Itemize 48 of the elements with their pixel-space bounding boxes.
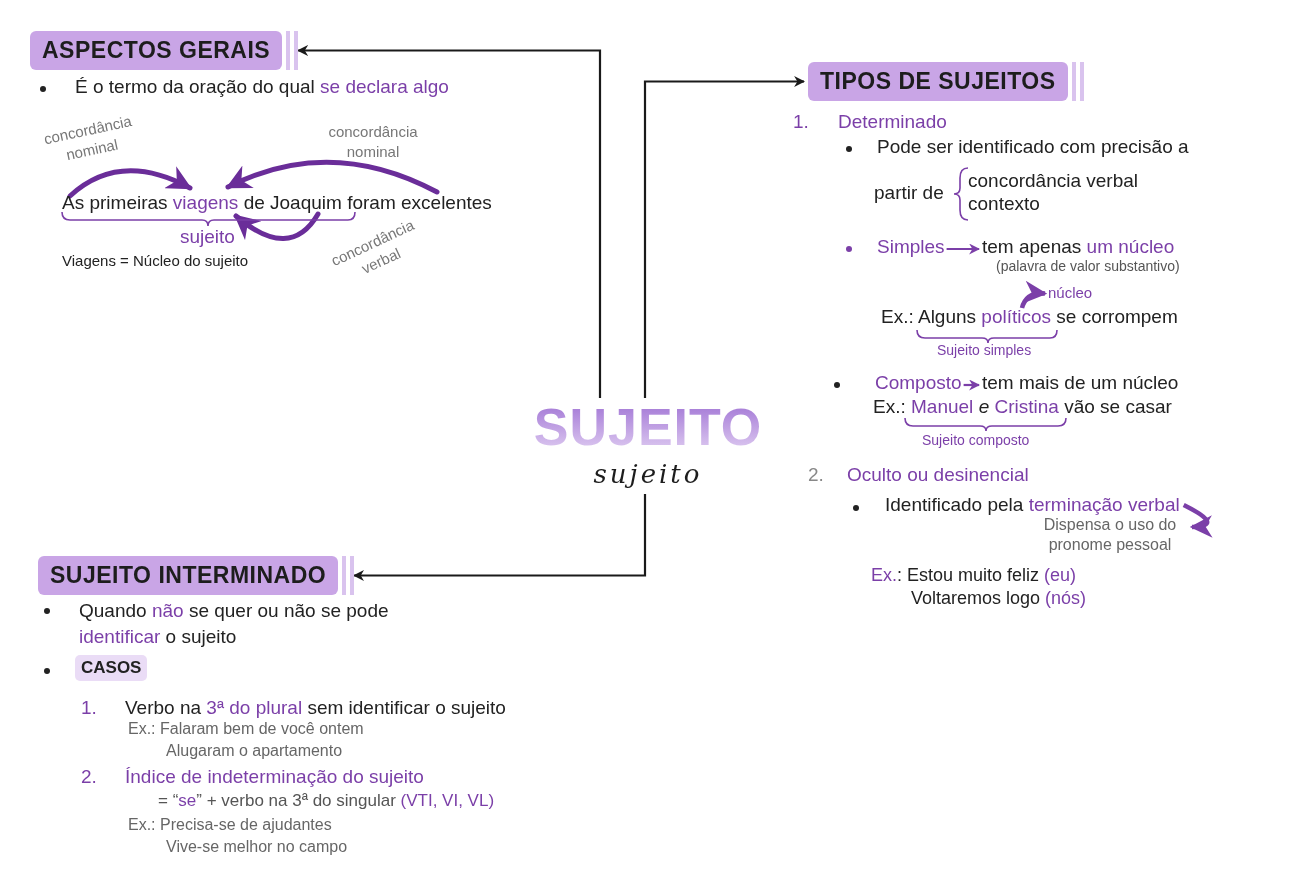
example-sentence: Alugaram o apartamento (166, 742, 343, 760)
item-heading: Determinado (838, 111, 947, 133)
example-sentence: Ex.: Falaram bem de você ontem (128, 720, 364, 738)
number-label: 1. (81, 697, 97, 719)
definition-text: tem mais de um núcleo (982, 372, 1179, 394)
annotation-text: concordância nominal (327, 122, 419, 163)
arrow (946, 243, 981, 255)
section-heading: SUJEITO INTERMINADO (38, 556, 339, 595)
item-heading: Índice de indeterminação do sujeito (125, 766, 424, 788)
term-text: Composto (875, 372, 962, 394)
list-text: contexto (968, 193, 1040, 215)
arrow (1182, 503, 1213, 538)
example-sentence: Ex.: Alguns políticos se corrompem (881, 306, 1178, 328)
sentence-text: Verbo na 3ª do plural sem identificar o sujeito (125, 697, 506, 719)
arrow (353, 494, 647, 581)
example-sentence: Ex.: Manuel e Cristina vão se casar (873, 396, 1172, 418)
arrow (643, 76, 806, 398)
note-text: (palavra de valor substantivo) (996, 258, 1180, 274)
example-sentence: As primeiras viagens de Joaquim foram excelentes (62, 192, 492, 214)
number-label: 2. (81, 766, 97, 788)
number-label: 2. (808, 464, 824, 486)
term-text: Simples (877, 236, 945, 258)
section-heading: ASPECTOS GERAIS (30, 31, 283, 70)
formula-text: = “se” + verbo na 3ª do singular (VTI, VI, VL) (158, 791, 495, 811)
example-sentence: Voltaremos logo (nós) (911, 588, 1087, 609)
item-heading: Oculto ou desinencial (847, 464, 1029, 486)
example-sentence: Vive-se melhor no campo (166, 838, 348, 856)
list-text: concordância verbal (968, 170, 1139, 192)
example-sentence: Ex.: Estou muito feliz (eu) (871, 565, 1077, 586)
annotation-text: sujeito (180, 226, 235, 248)
script-text: sujeito (592, 458, 704, 490)
note-text: Dispensa o uso do pronome pessoal (1030, 515, 1190, 555)
annotation-text: Sujeito composto (922, 432, 1030, 448)
sentence-text: partir de (874, 182, 944, 204)
annotation-text: Sujeito simples (937, 342, 1032, 358)
arrow (1019, 281, 1048, 309)
annotation-text: núcleo (1048, 284, 1093, 301)
subheading-tag: CASOS (75, 655, 148, 681)
sentence-text: Identificado pela terminação verbal (885, 494, 1180, 516)
arrow (963, 379, 981, 391)
sentence-text: Pode ser identificado com precisão a (877, 136, 1189, 158)
number-label: 1. (793, 111, 809, 133)
arrow (297, 45, 602, 398)
example-sentence: Ex.: Precisa-se de ajudantes (128, 816, 332, 834)
caption-text: Viagens = Núcleo do sujeito (62, 252, 249, 269)
sentence-text: Quando não se quer ou não se pode identificar o sujeito (79, 599, 390, 649)
section-heading: TIPOS DE SUJEITOS (808, 62, 1068, 101)
definition-text: tem apenas um núcleo (982, 236, 1175, 258)
